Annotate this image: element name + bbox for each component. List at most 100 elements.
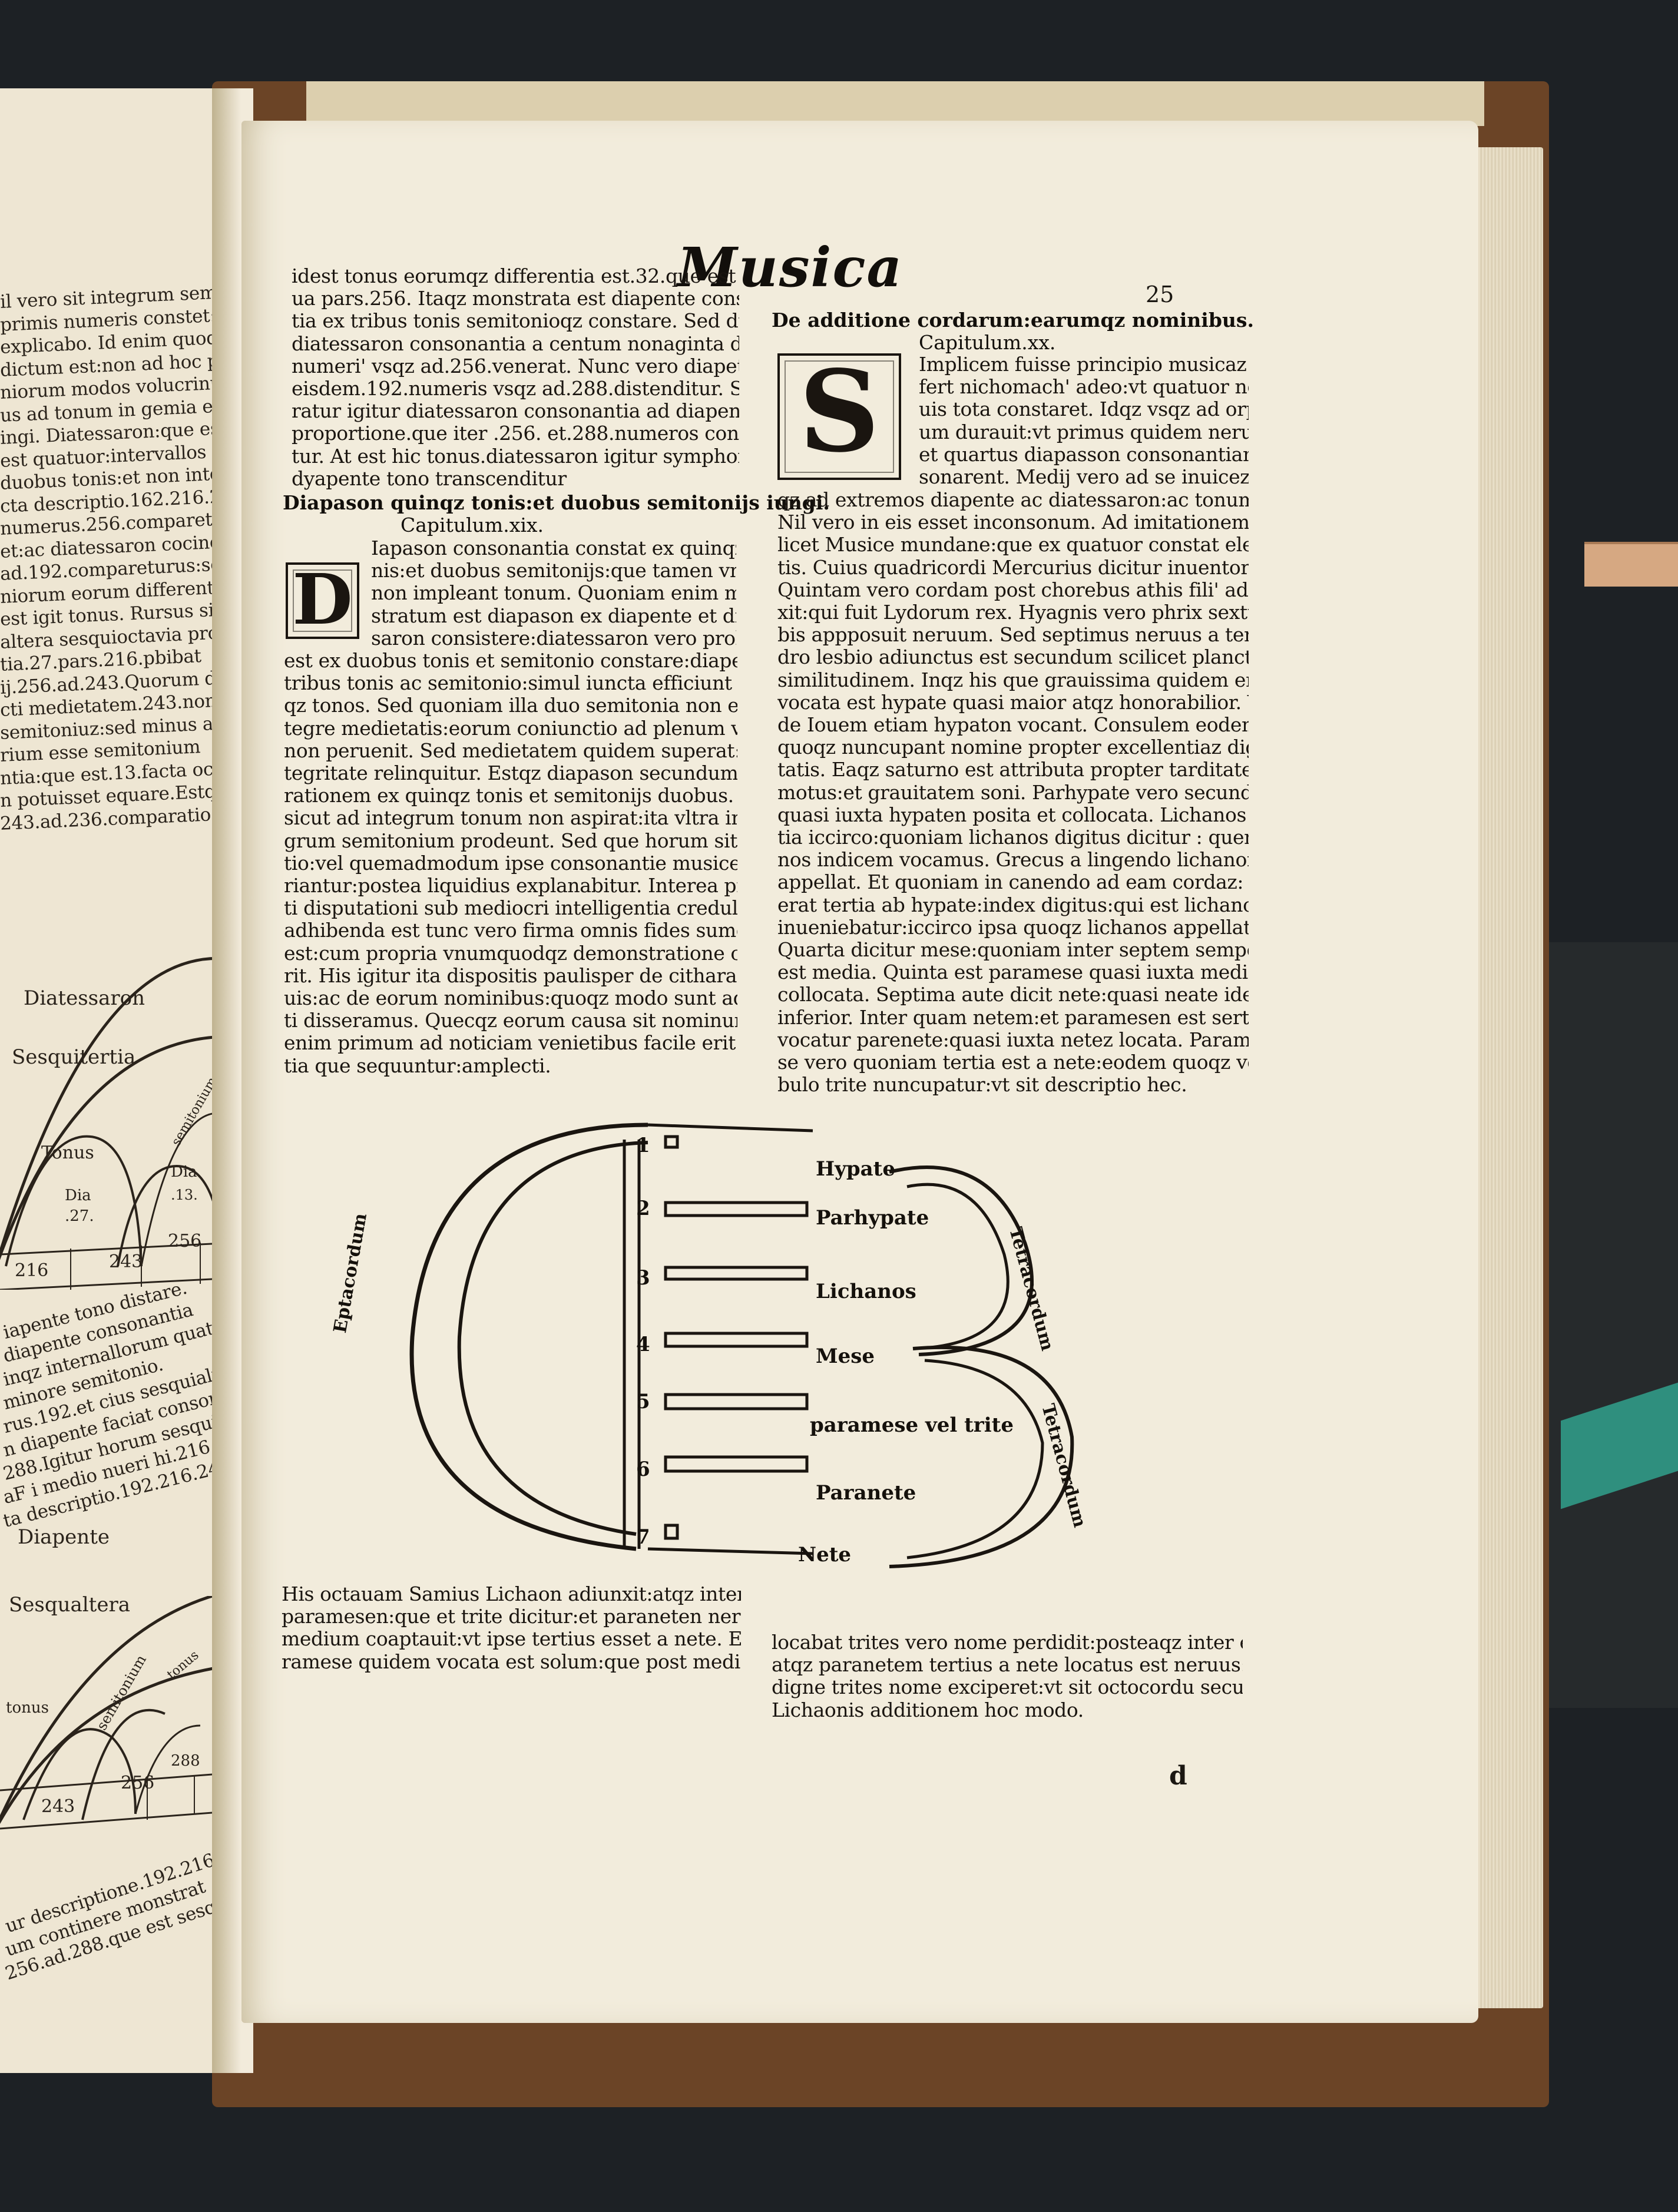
page-edge-stack bbox=[1472, 147, 1543, 2008]
text-line: et quartus diapasson consonantiam re bbox=[919, 443, 1249, 466]
text-line: grum semitonium prodeunt. Sed que horum … bbox=[284, 829, 737, 852]
text-line: proportione.que iter .256. et.288.numero… bbox=[292, 422, 739, 445]
text-line: licet Musice mundane:que ex quatuor cons… bbox=[777, 534, 1249, 557]
chapter-20-heading: De additione cordarum:earumqz nominibus. bbox=[772, 309, 1254, 332]
left-diag-number-3: 256 bbox=[168, 1231, 202, 1251]
string-number-7: 7 bbox=[636, 1525, 650, 1549]
text-line: tur. At est hic tonus.diatessaron igitur… bbox=[292, 445, 739, 468]
bottom-left-paragraph: His octauam Samius Lichaon adiunxit:atqz… bbox=[282, 1583, 741, 1673]
text-line: qz ad extremos diapente ac diatessaron:a… bbox=[777, 489, 1249, 511]
text-line: inueniebatur:iccirco ipsa quoqz lichanos… bbox=[777, 916, 1249, 939]
text-line: vocata est hypate quasi maior atqz honor… bbox=[777, 691, 1249, 714]
chapter-19-heading: Diapason quinqz tonis:et duobus semitoni… bbox=[283, 491, 830, 514]
text-line: similitudinem. Inqz his que grauissima q… bbox=[777, 668, 1249, 691]
text-line: xit:qui fuit Lydorum rex. Hyagnis vero p… bbox=[777, 601, 1249, 624]
text-line: tia ex tribus tonis semitonioqz constare… bbox=[292, 310, 739, 333]
left-diag-bottom-number-2: 256 bbox=[121, 1773, 155, 1793]
text-line: rit. His igitur ita dispositis paulisper… bbox=[284, 964, 737, 987]
text-line: ramese quidem vocata est solum:que post … bbox=[282, 1650, 741, 1673]
text-line: motus:et grauitatem soni. Parhypate vero… bbox=[777, 781, 1249, 804]
text-line: stratum est diapason ex diapente et diat… bbox=[371, 604, 736, 627]
chapter-20-number: Capitulum.xx. bbox=[919, 331, 1056, 354]
string-name-paramese: paramese vel trite bbox=[810, 1413, 1014, 1437]
chapter-19-number: Capitulum.xix. bbox=[401, 514, 544, 537]
text-line: nis:et duobus semitonijs:que tamen vnuz bbox=[371, 559, 736, 582]
string-name-parhypate: Parhypate bbox=[816, 1206, 929, 1230]
text-line: paramesen:que et trite dicitur:et parane… bbox=[282, 1605, 741, 1628]
left-diag-bottom-number-3: 288 bbox=[171, 1752, 200, 1770]
text-line: medium coaptauit:vt ipse tertius esset a… bbox=[282, 1628, 741, 1651]
left-diag-label-1: Diatessaron bbox=[24, 986, 145, 1010]
text-line: um durauit:vt primus quidem neru' bbox=[919, 420, 1249, 443]
text-line: dyapente tono transcenditur bbox=[292, 467, 567, 490]
string-number-4: 4 bbox=[636, 1333, 650, 1356]
string-name-paranete: Paranete bbox=[816, 1481, 916, 1505]
text-line: digne trites nome exciperet:vt sit octoc… bbox=[772, 1676, 1243, 1699]
string-number-1: 1 bbox=[636, 1134, 650, 1157]
text-line: tegre medietatis:eorum coniunctio ad ple… bbox=[284, 717, 737, 740]
signature-mark: d bbox=[1169, 1761, 1187, 1791]
drop-capital-s: S bbox=[777, 353, 901, 480]
text-line: tis. Cuius quadricordi Mercurius dicitur… bbox=[777, 556, 1249, 579]
text-line: non peruenit. Sed medietatem quidem supe… bbox=[284, 739, 737, 762]
text-line: nos indicem vocamus. Grecus a lingendo l… bbox=[777, 849, 1249, 872]
page-top-edge bbox=[306, 81, 1484, 126]
left-diagram-bottom bbox=[0, 1596, 236, 1830]
text-line: est media. Quinta est paramese quasi iux… bbox=[777, 961, 1249, 984]
text-line: est ex duobus tonis et semitonio constar… bbox=[284, 650, 737, 672]
text-line: sonarent. Medij vero ad se inuicez at bbox=[919, 466, 1249, 489]
text-line: uis:ac de eorum nominibus:quoqz modo sun… bbox=[284, 987, 737, 1010]
text-line: tribus tonis ac semitonio:simul iuncta e… bbox=[284, 672, 737, 695]
left-diag-label-2: Sesquitertia bbox=[12, 1045, 136, 1069]
left-diag-number-4: .27. bbox=[65, 1207, 94, 1225]
text-line: ti disseramus. Quecqz eorum causa sit no… bbox=[284, 1009, 737, 1032]
text-line: Quarta dicitur mese:quoniam inter septem… bbox=[777, 939, 1249, 962]
text-line: His octauam Samius Lichaon adiunxit:atqz… bbox=[282, 1583, 741, 1605]
text-line: Quintam vero cordam post chorebus athis … bbox=[777, 578, 1249, 601]
running-title: Musica bbox=[677, 236, 903, 299]
dark-background bbox=[1531, 942, 1678, 1708]
text-line: saron consistere:diatessaron vero probat… bbox=[371, 627, 736, 650]
left-diag-bottom-label-3: tonus bbox=[6, 1699, 49, 1717]
text-line: Lichaonis additionem hoc modo. bbox=[772, 1698, 1084, 1721]
left-column-top: idest tonus eorumqz differentia est.32.q… bbox=[292, 265, 739, 490]
text-line: vocatur parenete:quasi iuxta netez locat… bbox=[777, 1028, 1249, 1051]
text-line: idest tonus eorumqz differentia est.32.q… bbox=[292, 265, 739, 287]
text-line: non impleant tonum. Quoniam enim mo bbox=[371, 582, 736, 605]
text-line: se vero quoniam tertia est a nete:eodem … bbox=[777, 1051, 1249, 1074]
string-name-hypate: Hypate bbox=[816, 1157, 896, 1181]
string-number-6: 6 bbox=[636, 1458, 650, 1481]
text-line: atqz paranetem tertius a nete locatus es… bbox=[772, 1654, 1243, 1677]
text-line: collocata. Septima aute dicit nete:quasi… bbox=[777, 984, 1249, 1006]
left-column-dropcap-lines: Iapason consonantia constat ex quinqz to… bbox=[371, 537, 736, 650]
heptachord-diagram bbox=[409, 1122, 1074, 1568]
left-column-body: est ex duobus tonis et semitonio constar… bbox=[284, 650, 737, 1077]
text-line: Iapason consonantia constat ex quinqz to… bbox=[371, 537, 736, 559]
text-line: Nil vero in eis esset inconsonum. Ad imi… bbox=[777, 511, 1249, 534]
text-line: tatis. Eaqz saturno est attributa propte… bbox=[777, 759, 1249, 782]
left-diag-label-5: Dia bbox=[65, 1187, 91, 1204]
text-line: bulo trite nuncupatur:vt sit descriptio … bbox=[777, 1074, 1187, 1097]
text-line: tia que sequuntur:amplecti. bbox=[284, 1054, 551, 1077]
left-diag-number-1: 216 bbox=[15, 1260, 49, 1281]
string-number-2: 2 bbox=[636, 1197, 650, 1220]
text-line: numeri' vsqz ad.256.venerat. Nunc vero d… bbox=[292, 355, 739, 378]
string-number-5: 5 bbox=[636, 1390, 650, 1413]
text-line: quoqz nuncupant nomine propter excellent… bbox=[777, 736, 1249, 759]
text-line: locabat trites vero nome perdidit:postea… bbox=[772, 1631, 1243, 1654]
text-line: quasi iuxta hypaten posita et collocata.… bbox=[777, 803, 1249, 826]
string-name-lichanos: Lichanos bbox=[816, 1280, 916, 1303]
left-diag-number-5: .13. bbox=[171, 1187, 198, 1203]
text-line: est:cum propria vnumquodqz demonstration… bbox=[284, 942, 737, 965]
text-line: fert nichomach' adeo:vt quatuor ner bbox=[919, 376, 1249, 399]
folio-number: 25 bbox=[1146, 282, 1174, 307]
bottom-right-paragraph: locabat trites vero nome perdidit:postea… bbox=[772, 1631, 1243, 1721]
text-line: diatessaron consonantia a centum nonagin… bbox=[292, 332, 739, 355]
string-number-3: 3 bbox=[636, 1266, 650, 1290]
text-line: eisdem.192.numeris vsqz ad.288.distendit… bbox=[292, 378, 739, 400]
string-name-mese: Mese bbox=[816, 1345, 875, 1368]
bookmark-strip bbox=[1584, 542, 1678, 587]
text-line: rationem ex quinqz tonis et semitonijs d… bbox=[284, 784, 737, 807]
text-line: ti disputationi sub mediocri intelligent… bbox=[284, 897, 737, 920]
